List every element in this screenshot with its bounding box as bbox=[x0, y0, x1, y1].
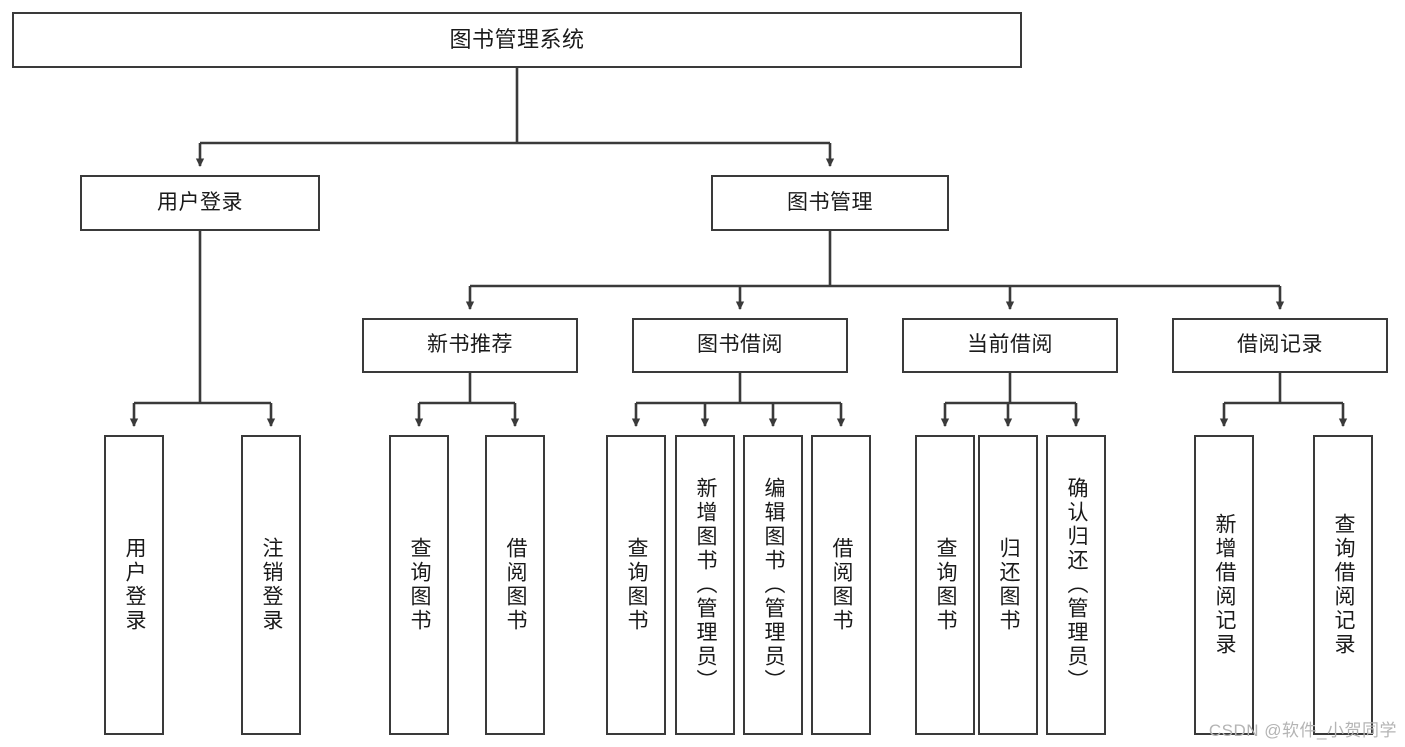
node-label: 新增借阅记录 bbox=[1213, 513, 1237, 657]
node-label: 编辑图书（管理员） bbox=[762, 477, 786, 693]
node-leaf-return[interactable]: 归还图书 bbox=[978, 435, 1038, 735]
csdn-watermark: CSDN @软件_小贺同学 bbox=[1208, 721, 1397, 740]
node-leaf-login[interactable]: 用户登录 bbox=[104, 435, 164, 735]
node-label: 借阅图书 bbox=[830, 537, 854, 633]
node-label: 新增图书（管理员） bbox=[694, 477, 718, 693]
node-newbook[interactable]: 新书推荐 bbox=[362, 318, 578, 373]
node-label: 确认归还（管理员） bbox=[1065, 477, 1089, 693]
node-leaf-add[interactable]: 新增图书（管理员） bbox=[675, 435, 735, 735]
node-label: 新书推荐 bbox=[427, 333, 513, 357]
node-borrow[interactable]: 图书借阅 bbox=[632, 318, 848, 373]
node-bookmgmt[interactable]: 图书管理 bbox=[711, 175, 949, 231]
node-label: 查询图书 bbox=[625, 537, 649, 633]
node-label: 注销登录 bbox=[260, 537, 284, 633]
node-label: 查询借阅记录 bbox=[1332, 513, 1356, 657]
node-label: 图书管理 bbox=[787, 190, 873, 214]
node-label: 查询图书 bbox=[934, 537, 958, 633]
node-label: 用户登录 bbox=[123, 537, 147, 633]
node-leaf-confirm[interactable]: 确认归还（管理员） bbox=[1046, 435, 1106, 735]
node-label: 图书管理系统 bbox=[449, 27, 585, 53]
node-leaf-queryrec[interactable]: 查询借阅记录 bbox=[1313, 435, 1373, 735]
node-leaf-borrow2[interactable]: 借阅图书 bbox=[811, 435, 871, 735]
node-leaf-edit[interactable]: 编辑图书（管理员） bbox=[743, 435, 803, 735]
node-leaf-addrec[interactable]: 新增借阅记录 bbox=[1194, 435, 1254, 735]
node-label: 当前借阅 bbox=[967, 333, 1053, 357]
node-leaf-logout[interactable]: 注销登录 bbox=[241, 435, 301, 735]
node-current[interactable]: 当前借阅 bbox=[902, 318, 1118, 373]
node-leaf-query2[interactable]: 查询图书 bbox=[606, 435, 666, 735]
node-leaf-query3[interactable]: 查询图书 bbox=[915, 435, 975, 735]
node-records[interactable]: 借阅记录 bbox=[1172, 318, 1388, 373]
node-root[interactable]: 图书管理系统 bbox=[12, 12, 1022, 68]
node-label: 归还图书 bbox=[997, 537, 1021, 633]
node-label: 图书借阅 bbox=[697, 333, 783, 357]
node-leaf-query1[interactable]: 查询图书 bbox=[389, 435, 449, 735]
node-label: 查询图书 bbox=[408, 537, 432, 633]
node-login[interactable]: 用户登录 bbox=[80, 175, 320, 231]
node-label: 借阅记录 bbox=[1237, 333, 1323, 357]
node-label: 用户登录 bbox=[157, 190, 243, 214]
node-label: 借阅图书 bbox=[504, 537, 528, 633]
node-leaf-borrow1[interactable]: 借阅图书 bbox=[485, 435, 545, 735]
